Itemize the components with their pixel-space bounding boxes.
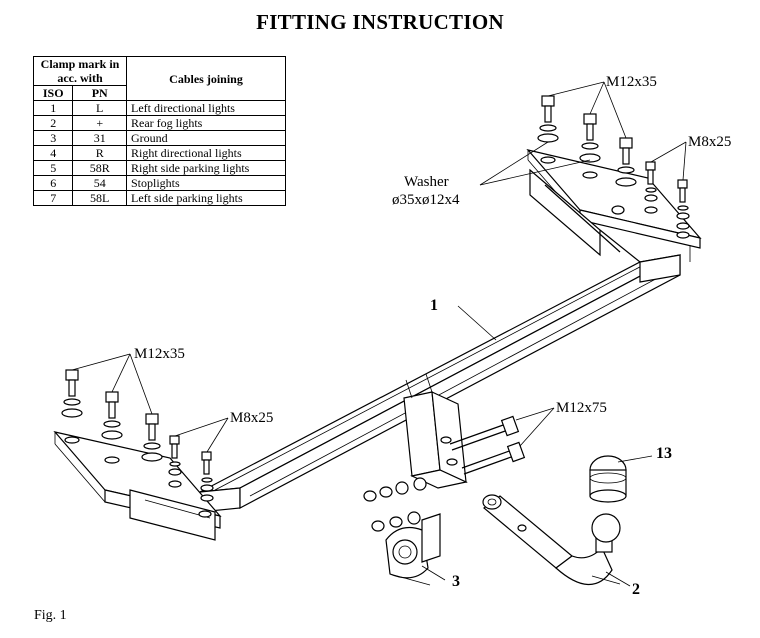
bolt-icon [61,369,83,418]
ball-cap [589,455,627,503]
right-bolts-m8x25 [644,161,690,230]
bolt-icon [101,391,123,440]
cable-clamp-table: Clamp mark in acc. with Cables joining I… [32,56,286,206]
label-m12x75: M12x75 [556,400,607,416]
nuts-washers [363,477,427,532]
bolt-icon [461,441,526,475]
clamp-mark-header: Clamp mark in acc. with [33,56,127,86]
page-title: FITTING INSTRUCTION [256,10,504,34]
label-m8x25-right: M8x25 [688,134,731,150]
label-m8x25-left: M8x25 [230,410,273,426]
iso-cell: 7 [32,190,74,206]
pn-header: PN [72,85,127,101]
left-bracket [53,431,222,541]
label-part-1: 1 [430,297,438,314]
iso-cell: 5 [32,160,74,176]
ball-bar [482,494,621,586]
bolt-icon [676,179,690,230]
right-bracket [526,148,702,263]
bolts-m12x75 [449,415,526,475]
label-m12x35-right: M12x35 [606,74,657,90]
bolt-icon [141,413,163,462]
label-washer-size: ø35xø12x4 [392,192,460,208]
label-part-13: 13 [656,445,672,462]
bolt-icon [644,161,658,214]
desc-cell: Left side parking lights [126,190,286,206]
pn-cell: 54 [72,175,127,191]
label-part-2: 2 [632,581,640,598]
ball-mount-bracket [403,373,468,489]
bolt-icon [579,113,601,163]
desc-cell: Right side parking lights [126,160,286,176]
desc-cell: Ground [126,130,286,146]
bolt-icon [449,415,520,451]
label-washer: Washer [404,174,449,190]
leader-lines [71,81,687,587]
table-header-row: Clamp mark in acc. with Cables joining [33,56,286,101]
cables-joining-header: Cables joining [126,56,286,101]
pn-cell: 31 [72,130,127,146]
figure-label: Fig. 1 [34,608,67,623]
desc-cell: Stoplights [126,175,286,191]
right-bolts-m12x35 [537,95,637,187]
bolt-icon [615,137,637,187]
label-m12x35-left: M12x35 [134,346,185,362]
socket-plate [385,513,441,586]
bolt-icon [168,435,182,488]
label-part-3: 3 [452,573,460,590]
pn-cell: 58L [72,190,127,206]
bolt-icon [537,95,559,143]
bolt-icon [200,451,214,502]
desc-cell: Right directional lights [126,145,286,161]
cross-beam [199,254,681,513]
left-bolts-m8x25 [168,435,214,502]
